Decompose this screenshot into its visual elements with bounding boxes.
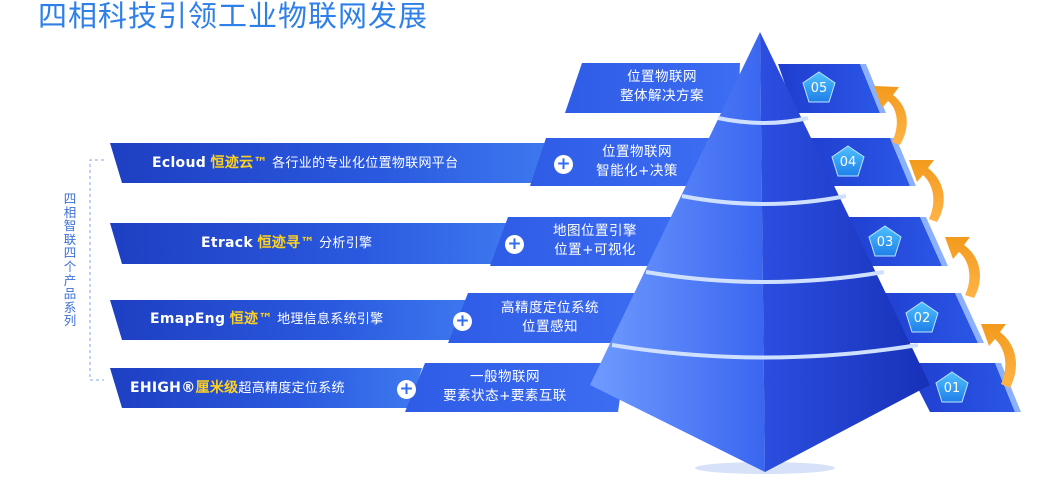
badge-number-5: 05 bbox=[810, 81, 828, 96]
plus-icon: + bbox=[453, 312, 472, 331]
level-4-text: 位置物联网 智能化+决策 bbox=[596, 144, 678, 179]
pyramid-right-face bbox=[760, 32, 930, 472]
level-1-text: 一般物联网 要素状态+要素互联 bbox=[443, 369, 567, 404]
product-emapeng: EmapEng 恒迹™ 地理信息系统引擎 bbox=[150, 311, 384, 327]
product-etrack: Etrack 恒迹寻™ 分析引擎 bbox=[201, 235, 373, 251]
plus-icon: + bbox=[505, 235, 524, 254]
badge-number-3: 03 bbox=[876, 235, 894, 250]
plus-icon: + bbox=[397, 380, 416, 399]
pyramid-left-face bbox=[590, 32, 765, 472]
level-5-text: 位置物联网 整体解决方案 bbox=[620, 69, 704, 104]
level-2-text: 高精度定位系统 位置感知 bbox=[501, 300, 599, 335]
level-panel-1 bbox=[405, 363, 625, 412]
badge-number-1: 01 bbox=[943, 381, 961, 396]
level-panel-4 bbox=[530, 138, 718, 186]
level-panel-2 bbox=[448, 293, 660, 343]
page-title: 四相科技引领工业物联网发展 bbox=[38, 0, 429, 33]
product-ribbon-3 bbox=[110, 223, 525, 264]
side-label: 四相智联四个产品系列 bbox=[63, 191, 77, 329]
badge-number-4: 04 bbox=[839, 155, 857, 170]
curved-arrow-up-icon bbox=[874, 86, 1016, 388]
badge-number-2: 02 bbox=[913, 311, 931, 326]
product-ribbon-4 bbox=[110, 143, 560, 183]
product-ribbon-2 bbox=[110, 300, 480, 340]
bracket-line bbox=[89, 159, 104, 381]
plus-icon: + bbox=[554, 155, 573, 174]
pentagon-badge-icon bbox=[802, 71, 969, 403]
product-ecloud: Ecloud 恒迹云™ 各行业的专业化位置物联网平台 bbox=[152, 155, 459, 171]
level-panel-3 bbox=[490, 217, 690, 266]
level-panel-5 bbox=[565, 63, 740, 113]
product-ehigh: EHIGH®厘米级超高精度定位系统 bbox=[130, 380, 345, 396]
level-3-text: 地图位置引擎 位置+可视化 bbox=[553, 223, 637, 258]
product-ribbon-1 bbox=[110, 368, 422, 408]
